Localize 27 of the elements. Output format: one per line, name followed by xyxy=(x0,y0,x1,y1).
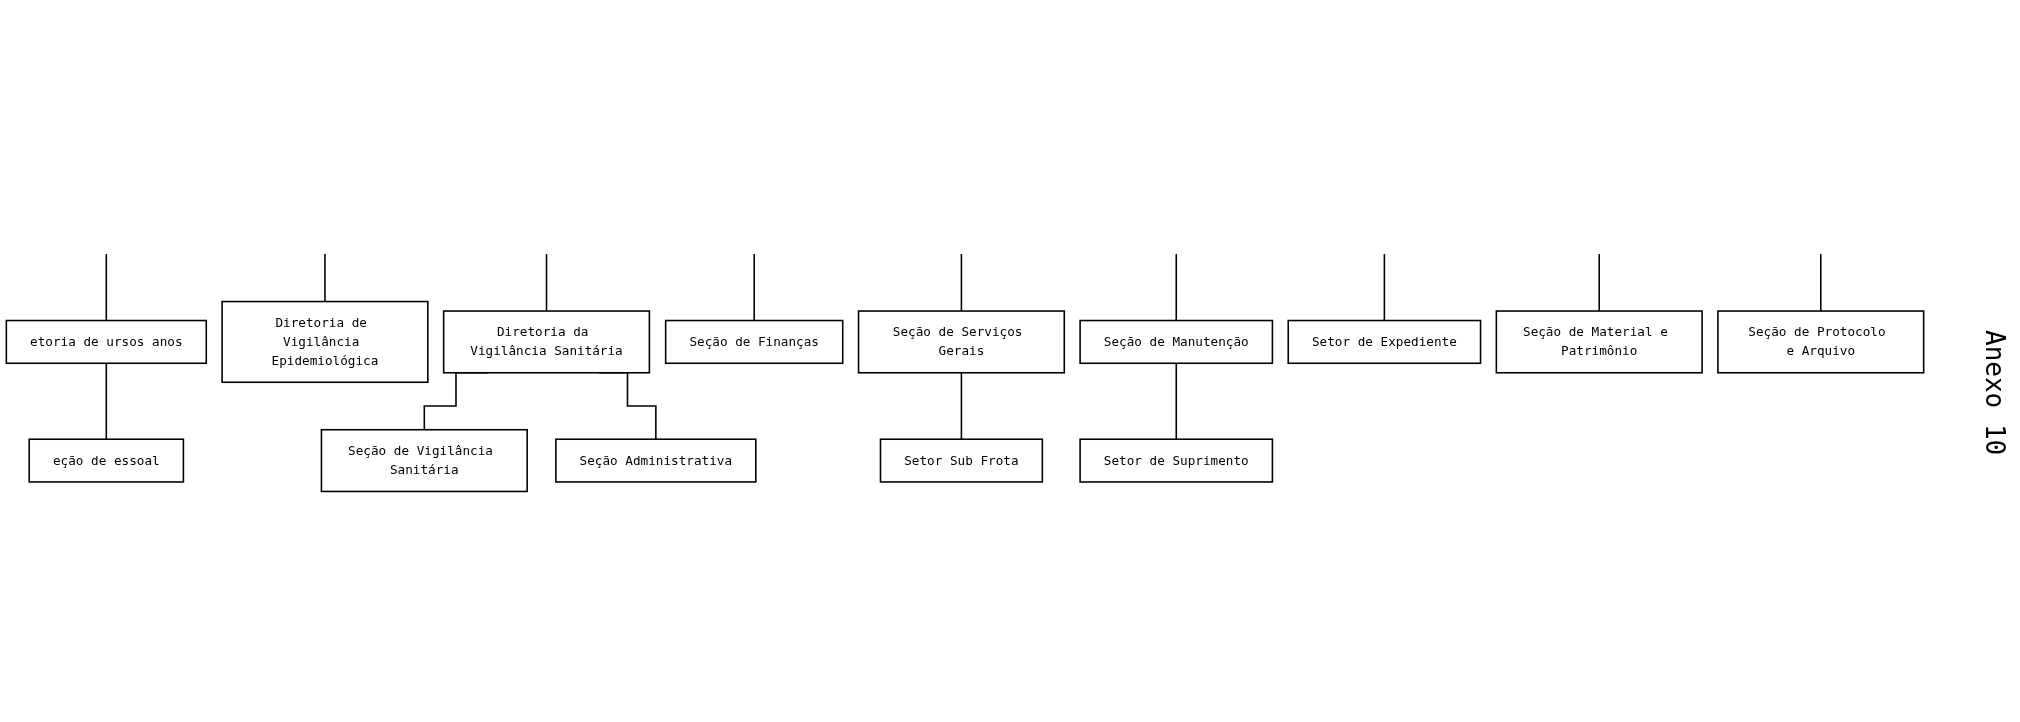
node-box: Seção de Finanças xyxy=(664,319,844,365)
node-box: Seção de Manutenção xyxy=(1079,319,1274,365)
node-box: etoria de ursos anos xyxy=(5,319,208,365)
node-box: Seção de Protocolo e Arquivo xyxy=(1717,310,1925,374)
node-box: Seção de Material e Patrimônio xyxy=(1495,310,1703,374)
connector xyxy=(960,253,963,312)
node-box: Seção de Vigilância Sanitária xyxy=(320,429,528,493)
node-box: Setor de Expediente xyxy=(1287,319,1482,365)
connector xyxy=(1383,253,1386,322)
node-box: eção de essoal xyxy=(28,438,185,483)
connector xyxy=(1820,253,1822,312)
connector xyxy=(753,253,755,322)
annex-note: Anexo 10 xyxy=(1980,330,2010,456)
connector xyxy=(1175,362,1178,441)
node-box: Seção de Serviços Gerais xyxy=(857,310,1066,374)
connector xyxy=(1175,253,1178,322)
node-box: Diretoria de Vigilância Epidemiológica xyxy=(221,300,429,384)
node-box: Setor Sub Frota xyxy=(879,438,1044,483)
connector xyxy=(105,362,108,441)
node-box: Diretoria da Vigilância Sanitária xyxy=(442,310,651,374)
connector xyxy=(960,372,963,441)
connector xyxy=(105,253,108,322)
node-box: Seção Administrativa xyxy=(555,438,757,483)
connector xyxy=(545,253,548,312)
connector xyxy=(1598,253,1600,312)
connector xyxy=(324,253,326,303)
node-box: Setor de Suprimento xyxy=(1079,438,1274,483)
